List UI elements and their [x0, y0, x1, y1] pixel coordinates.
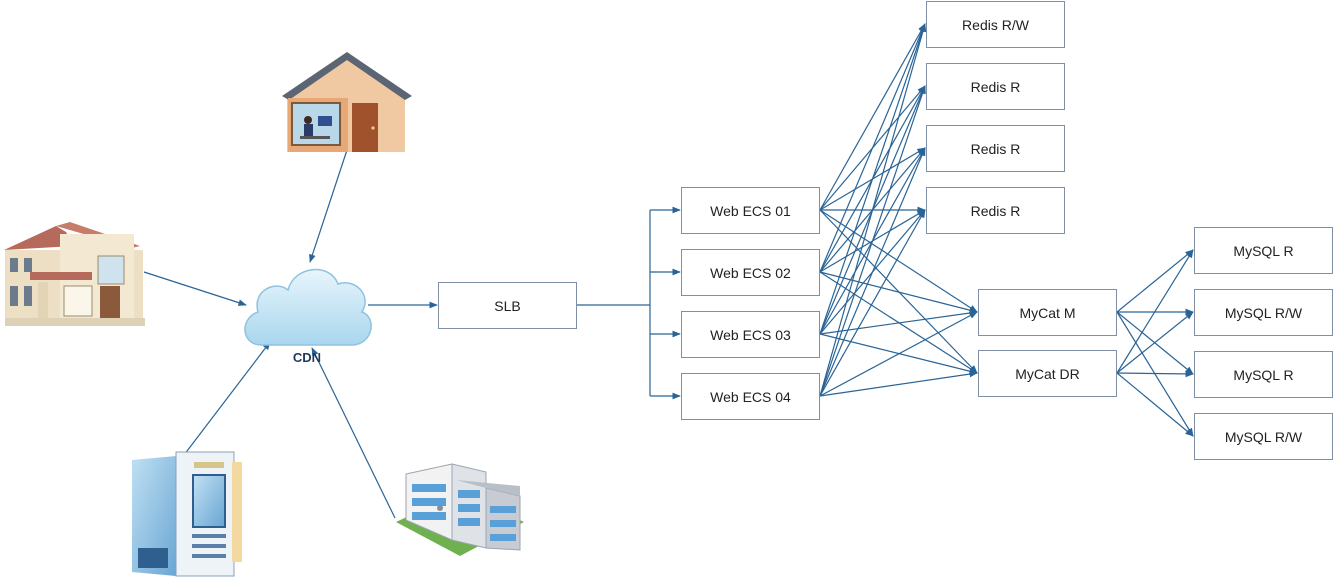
- edge-web4-redis4: [819, 209, 926, 397]
- connection-lines: [143, 23, 1194, 519]
- web-ecs-02-node: Web ECS 02: [681, 249, 820, 296]
- web-ecs-01-node: Web ECS 01: [681, 187, 820, 234]
- edge-web4-mycat1: [819, 311, 978, 397]
- cdn-label: CDN: [292, 350, 322, 365]
- web-ecs-04-node: Web ECS 04: [681, 373, 820, 420]
- mycat-m-node: MyCat M: [978, 289, 1117, 336]
- edge-mycat2-mysql3: [1116, 370, 1194, 378]
- redis-r-node-3: Redis R: [926, 187, 1065, 234]
- edge-web2-redis1: [819, 23, 926, 273]
- edge-web3-redis1: [819, 23, 926, 335]
- edge-mycat2-mysql1: [1116, 249, 1194, 374]
- edge-web4-mycat2: [819, 370, 978, 397]
- edge-web2-mycat1: [819, 271, 978, 314]
- edge-web3-mycat1: [819, 309, 978, 335]
- web-ecs-03-node: Web ECS 03: [681, 311, 820, 358]
- edge-web4-redis3: [819, 147, 926, 397]
- redis-r-node-1: Redis R: [926, 63, 1065, 110]
- edge-villa-cdn: [143, 271, 247, 306]
- mysql-rw-node-2: MySQL R/W: [1194, 413, 1333, 460]
- mysql-r-node-2: MySQL R: [1194, 351, 1333, 398]
- edge-house-cdn: [309, 149, 348, 263]
- edge-web4-redis1: [819, 23, 927, 397]
- edge-web1-mycat1: [819, 209, 978, 313]
- house-icon: [282, 52, 412, 152]
- edge-mycat1-mysql1: [1116, 249, 1194, 313]
- edge-mycat2-mysql2: [1116, 311, 1194, 374]
- office-tower-icon: [132, 451, 242, 577]
- mycat-dr-node: MyCat DR: [978, 350, 1117, 397]
- slb-node: SLB: [438, 282, 577, 329]
- edge-web1-redis1: [819, 23, 926, 211]
- edge-web4-redis2: [819, 85, 926, 397]
- villa-icon: [4, 222, 145, 326]
- redis-r-node-2: Redis R: [926, 125, 1065, 172]
- mysql-r-node-1: MySQL R: [1194, 227, 1333, 274]
- edge-building-cdn: [311, 347, 396, 519]
- edge-mycat2-mysql4: [1116, 372, 1194, 437]
- redis-rw-node: Redis R/W: [926, 1, 1065, 48]
- office-building-icon: [396, 463, 524, 556]
- edge-tower-cdn: [183, 341, 271, 456]
- cloud-icon: [244, 268, 372, 346]
- mysql-rw-node-1: MySQL R/W: [1194, 289, 1333, 336]
